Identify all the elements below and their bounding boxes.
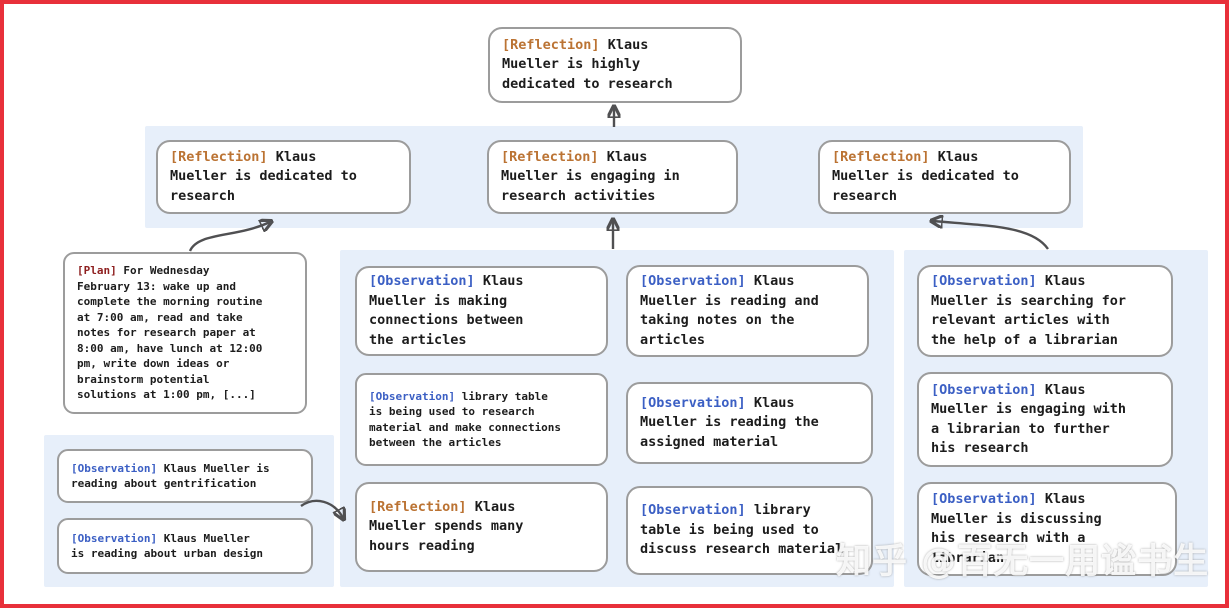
node-body-text: library table is being used to discuss r… bbox=[640, 502, 844, 558]
observation-tag-label: [Observation] bbox=[71, 531, 158, 545]
node-body-text: Klaus Mueller is reading about urban des… bbox=[71, 531, 264, 561]
observation-tag-label: [Observation] bbox=[640, 273, 746, 289]
observation-tag-label: [Observation] bbox=[640, 394, 746, 411]
node-body-text: Klaus Mueller is dedicated to research bbox=[832, 148, 1019, 204]
reflection-tag-label: [Reflection] bbox=[501, 148, 599, 165]
node-body-text: Klaus Mueller is highly dedicated to res… bbox=[502, 36, 673, 92]
node-reflection-mid: [Reflection] Klaus Mueller is engaging i… bbox=[487, 140, 738, 214]
node-observation-searching-articles: [Observation] Klaus Mueller is searching… bbox=[917, 265, 1173, 357]
node-observation-discussing-librarian: [Observation] Klaus Mueller is discussin… bbox=[917, 482, 1177, 576]
node-body-text: Klaus Mueller is reading and taking note… bbox=[640, 273, 819, 348]
node-plan: [Plan] For Wednesday February 13: wake u… bbox=[63, 252, 307, 414]
node-body-text: Klaus Mueller spends many hours reading bbox=[369, 498, 524, 554]
watermark: 知乎 @百无一用谧书生 bbox=[836, 542, 1210, 582]
node-body-text: library table is being used to research … bbox=[369, 389, 562, 450]
observation-tag-label: [Observation] bbox=[369, 389, 456, 403]
node-body-text: Klaus Mueller is making connections betw… bbox=[369, 273, 524, 348]
observation-tag-label: [Observation] bbox=[931, 381, 1037, 398]
node-observation-gentrification: [Observation] Klaus Mueller is reading a… bbox=[57, 449, 313, 503]
observation-tag-label: [Observation] bbox=[931, 273, 1037, 289]
node-observation-library-research: [Observation] library table is being use… bbox=[355, 373, 608, 466]
node-body-text: Klaus Mueller is discussing his research… bbox=[931, 491, 1102, 566]
node-observation-assigned-material: [Observation] Klaus Mueller is reading t… bbox=[626, 382, 873, 464]
reflection-tag-label: [Reflection] bbox=[369, 498, 467, 515]
node-body-text: Klaus Mueller is searching for relevant … bbox=[931, 273, 1127, 348]
reflection-tag-label: [Reflection] bbox=[832, 148, 930, 165]
plan-tag-label: [Plan] bbox=[77, 264, 117, 278]
node-observation-taking-notes: [Observation] Klaus Mueller is reading a… bbox=[626, 265, 869, 357]
observation-tag-label: [Observation] bbox=[369, 273, 475, 289]
node-body-text: Klaus Mueller is reading the assigned ma… bbox=[640, 394, 819, 450]
node-reflection-right: [Reflection] Klaus Mueller is dedicated … bbox=[818, 140, 1071, 214]
reflection-tag-label: [Reflection] bbox=[502, 36, 600, 53]
node-reflection-root: [Reflection] Klaus Mueller is highly ded… bbox=[488, 27, 742, 103]
node-observation-urban-design: [Observation] Klaus Mueller is reading a… bbox=[57, 518, 313, 574]
observation-tag-label: [Observation] bbox=[931, 491, 1037, 507]
node-body-text: For Wednesday February 13: wake up and c… bbox=[77, 264, 263, 402]
observation-tag-label: [Observation] bbox=[71, 461, 158, 475]
node-observation-connections: [Observation] Klaus Mueller is making co… bbox=[355, 266, 608, 356]
node-observation-library-discuss: [Observation] library table is being use… bbox=[626, 486, 873, 575]
node-observation-engaging-librarian: [Observation] Klaus Mueller is engaging … bbox=[917, 372, 1173, 467]
observation-tag-label: [Observation] bbox=[640, 502, 746, 519]
node-body-text: Klaus Mueller is dedicated to research bbox=[170, 148, 357, 204]
node-reflection-hours-reading: [Reflection] Klaus Mueller spends many h… bbox=[355, 482, 608, 572]
reflection-tag-label: [Reflection] bbox=[170, 148, 268, 165]
node-body-text: Klaus Mueller is engaging with a librari… bbox=[931, 381, 1127, 457]
node-reflection-left: [Reflection] Klaus Mueller is dedicated … bbox=[156, 140, 411, 214]
node-body-text: Klaus Mueller is reading about gentrific… bbox=[71, 461, 270, 491]
node-body-text: Klaus Mueller is engaging in research ac… bbox=[501, 148, 680, 204]
